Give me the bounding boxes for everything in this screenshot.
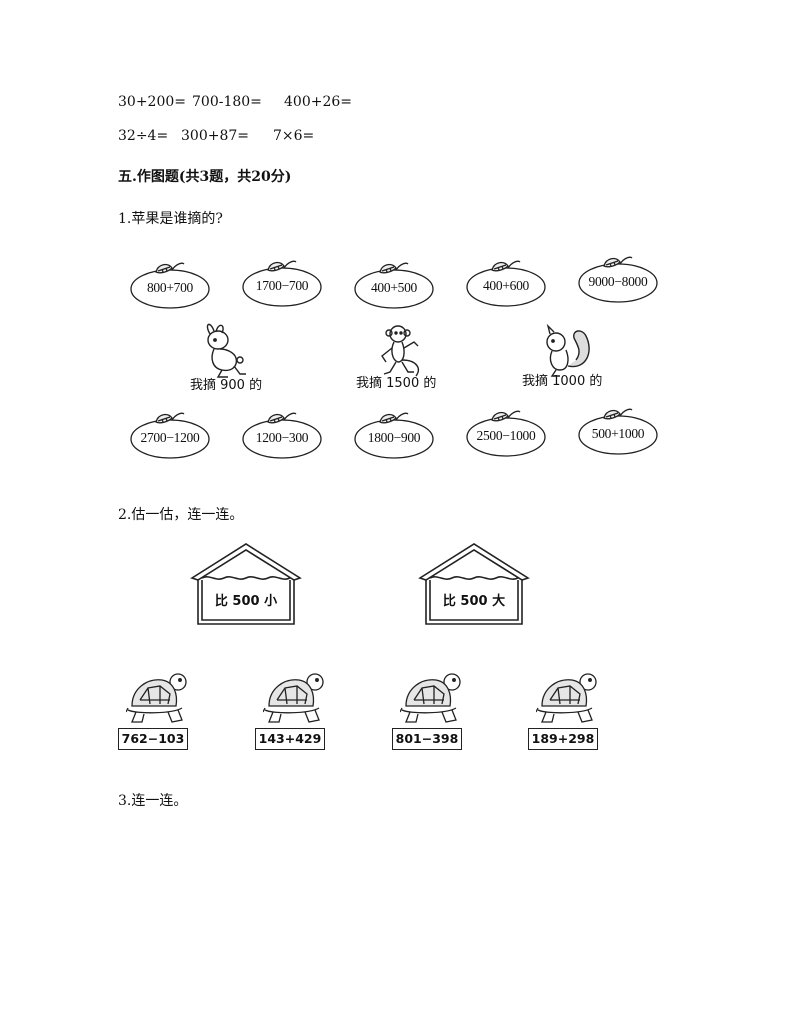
squirrel-icon [546, 323, 590, 377]
apple-expression: 9000−8000 [588, 274, 648, 289]
turtle-icon [262, 670, 335, 728]
apple-item[interactable]: 9000−8000 [576, 250, 660, 306]
apple-expression: 400+600 [482, 278, 529, 293]
calc-item: 32÷4= [118, 128, 169, 144]
apple-item[interactable]: 2700−1200 [128, 406, 212, 462]
rabbit-icon [206, 323, 246, 378]
apple-expression: 2500−1000 [476, 428, 536, 443]
apple-item[interactable]: 500+1000 [576, 402, 660, 458]
question-3-title: 3.连一连。 [118, 793, 188, 809]
apple-expression: 800+700 [146, 280, 193, 295]
rabbit-speech: 我摘 900 的 [190, 378, 263, 393]
apple-item[interactable]: 1800−900 [352, 406, 436, 462]
house-label: 比 500 小 [214, 594, 278, 609]
question-2-title: 2.估一估，连一连。 [118, 507, 244, 523]
monkey-icon [381, 325, 420, 377]
calc-item: 300+87= [181, 128, 249, 144]
calc-item: 30+200= [118, 94, 186, 110]
turtle-expression-box[interactable]: 762−103 [118, 728, 188, 750]
squirrel-speech: 我摘 1000 的 [522, 374, 603, 389]
apple-item[interactable]: 400+500 [352, 256, 436, 312]
apple-expression: 1700−700 [255, 278, 309, 293]
monkey-speech: 我摘 1500 的 [356, 376, 437, 391]
apple-item[interactable]: 400+600 [464, 254, 548, 310]
turtle-expression-box[interactable]: 189+298 [528, 728, 598, 750]
apple-expression: 1800−900 [367, 430, 421, 445]
apple-expression: 500+1000 [591, 426, 645, 441]
house-label: 比 500 大 [442, 594, 506, 609]
turtle-icon [399, 670, 472, 728]
calc-item: 400+26= [284, 94, 352, 110]
calc-item: 700-180= [192, 94, 262, 110]
apple-expression: 1200−300 [255, 430, 309, 445]
house-less-than-500: 比 500 小 [190, 540, 302, 630]
apple-item[interactable]: 800+700 [128, 256, 212, 312]
apple-expression: 400+500 [370, 280, 417, 295]
apple-item[interactable]: 1700−700 [240, 254, 324, 310]
turtle-expression-box[interactable]: 143+429 [255, 728, 325, 750]
calc-item: 7×6= [273, 128, 315, 144]
turtle-icon [125, 670, 198, 728]
apple-item[interactable]: 1200−300 [240, 406, 324, 462]
section-title: 五.作图题(共3题，共20分) [118, 169, 292, 185]
apple-expression: 2700−1200 [140, 430, 200, 445]
turtle-expression-box[interactable]: 801−398 [392, 728, 462, 750]
house-greater-than-500: 比 500 大 [418, 540, 530, 630]
turtle-icon [535, 670, 608, 728]
apple-item[interactable]: 2500−1000 [464, 404, 548, 460]
question-1-title: 1.苹果是谁摘的? [118, 211, 223, 227]
